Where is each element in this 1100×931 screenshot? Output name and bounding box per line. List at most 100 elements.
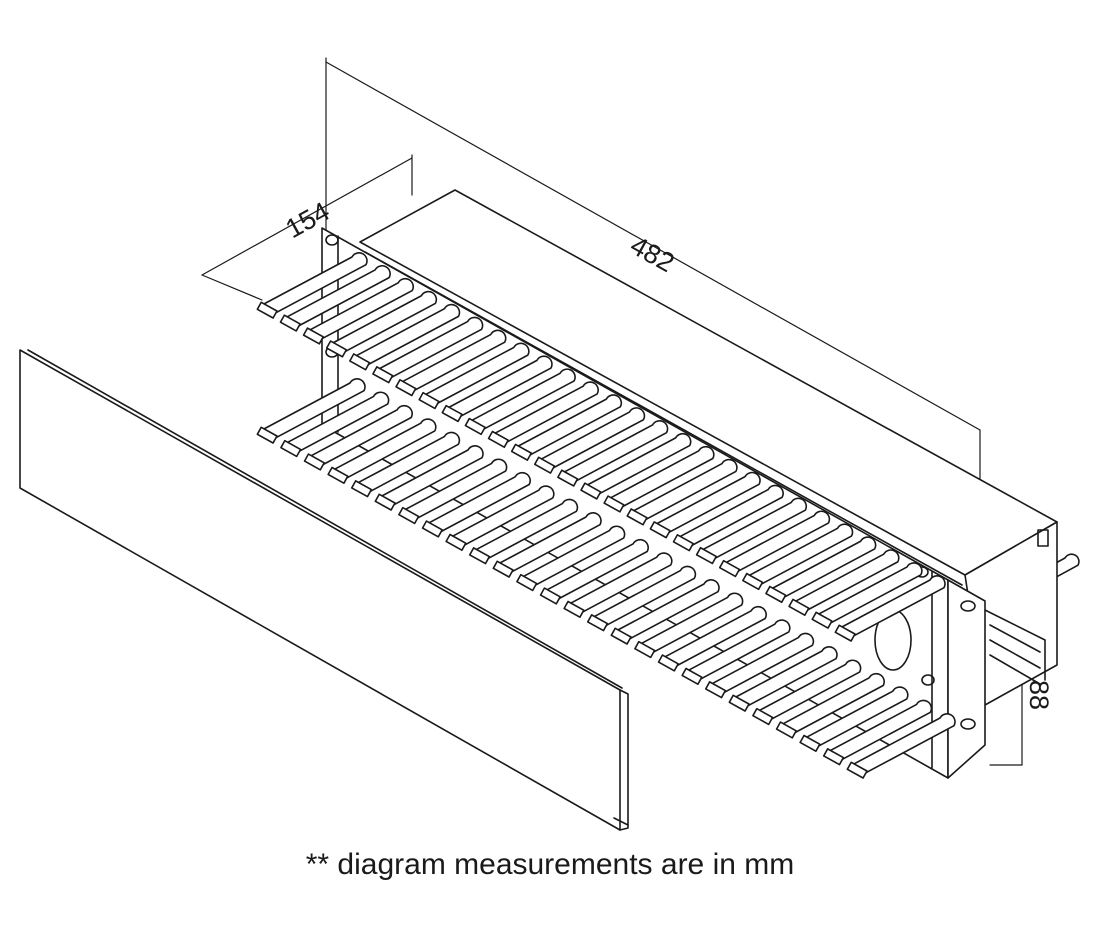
finger-slot — [568, 552, 673, 613]
finger-slot — [497, 512, 602, 573]
finger-slot — [355, 431, 461, 493]
finger-slot — [515, 394, 623, 456]
finger-slot — [851, 713, 956, 774]
finger-tab — [279, 314, 301, 332]
finger-slot — [686, 619, 791, 680]
finger-slot — [284, 265, 391, 327]
finger-slot — [615, 579, 720, 640]
finger-slot — [654, 471, 761, 534]
finger-slot — [700, 497, 808, 559]
finger-slot — [376, 316, 484, 379]
finger-slot — [584, 432, 692, 495]
finger-slot — [804, 686, 909, 747]
finger-tab — [672, 534, 694, 552]
finger-slot — [756, 659, 862, 720]
finger-tab — [775, 721, 797, 739]
finger-tab — [374, 493, 396, 511]
finger-slot — [561, 420, 669, 482]
finger-slot — [423, 342, 530, 404]
finger-tab — [788, 598, 810, 616]
finger-slot — [308, 404, 413, 466]
finger-tab — [634, 640, 656, 659]
finger-slot — [330, 290, 438, 353]
finger-slot — [492, 381, 599, 443]
finger-slot — [538, 407, 646, 469]
finger-slot — [261, 378, 366, 439]
finger-tab — [742, 572, 764, 591]
finger-slot — [402, 458, 508, 519]
finger-tab — [256, 301, 278, 319]
finger-slot — [746, 523, 854, 585]
finger-tab — [372, 366, 394, 384]
finger-tab — [445, 533, 467, 552]
finger-slot — [450, 485, 555, 546]
measurement-note: ** diagram measurements are in mm — [305, 848, 795, 881]
finger-tab — [350, 480, 373, 498]
finger-slot — [733, 646, 838, 707]
finger-tab — [468, 547, 491, 565]
finger-slot — [446, 355, 553, 417]
finger-slot — [792, 549, 900, 611]
finger-slot — [769, 536, 877, 598]
finger-slot — [677, 484, 784, 547]
finger-slot — [353, 303, 461, 366]
finger-tab — [398, 506, 420, 525]
finger-tab — [325, 340, 348, 358]
finger-tab — [718, 559, 741, 578]
finger-tab — [563, 600, 585, 619]
finger-slot — [520, 525, 626, 586]
finger-tab — [610, 627, 632, 645]
finger-slot — [307, 277, 415, 340]
finger-tab — [303, 453, 325, 471]
finger-tab — [603, 495, 625, 513]
finger-tab — [728, 694, 750, 712]
finger-slot — [426, 471, 531, 533]
finger-tab — [510, 443, 533, 461]
finger-tab — [464, 417, 486, 436]
finger-tab — [657, 654, 679, 672]
finger-slot — [723, 510, 831, 572]
lower-finger-row — [256, 378, 956, 779]
finger-tab — [418, 391, 440, 410]
finger-slot — [469, 368, 576, 430]
finger-tab — [533, 456, 556, 474]
upper-finger-row — [256, 252, 946, 642]
front-cover — [19, 349, 629, 831]
finger-tab — [846, 761, 868, 779]
mounting-ear-right — [947, 579, 986, 779]
finger-tab — [752, 707, 774, 726]
finger-tab — [681, 667, 703, 686]
finger-tab — [834, 624, 856, 642]
finger-tab — [421, 520, 443, 538]
finger-tab — [280, 439, 302, 458]
finger-slot — [591, 565, 697, 627]
finger-tab — [395, 379, 417, 397]
finger-slot — [839, 575, 946, 637]
finger-slot — [780, 672, 885, 734]
finger-tab — [327, 466, 349, 485]
finger-slot — [631, 458, 738, 521]
finger-slot — [399, 329, 507, 392]
finger-tab — [492, 560, 514, 578]
finger-slot — [379, 445, 484, 506]
dimension-width-label: 482 — [625, 230, 679, 278]
finger-tab — [695, 546, 718, 565]
finger-slot — [332, 418, 437, 479]
finger-tab — [516, 573, 538, 592]
finger-tab — [349, 353, 371, 371]
finger-tab — [649, 521, 671, 539]
finger-slot — [827, 699, 933, 761]
finger-slot — [608, 445, 715, 508]
finger-tab — [822, 748, 845, 766]
finger-tab — [586, 614, 609, 632]
finger-slot — [816, 562, 923, 624]
finger-slot — [638, 592, 744, 653]
finger-slot — [284, 391, 390, 452]
finger-tab — [704, 681, 727, 699]
finger-tab — [441, 404, 463, 423]
finger-slot — [662, 605, 767, 667]
finger-tab — [487, 430, 509, 449]
finger-tab — [557, 469, 579, 487]
finger-tab — [811, 611, 833, 629]
